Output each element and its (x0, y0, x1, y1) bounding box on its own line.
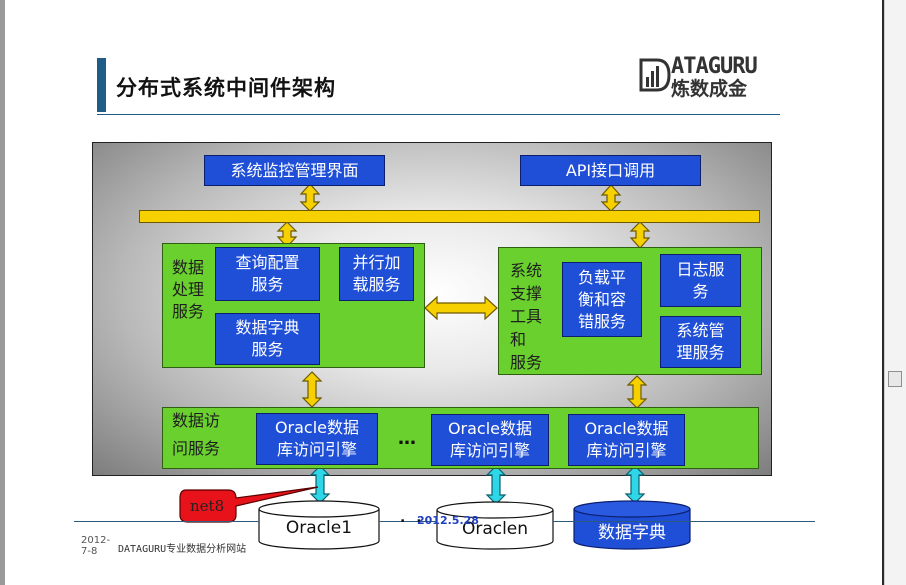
query-config-service-box: 查询配置 服务 (215, 247, 320, 301)
db-oraclen-label: Oraclen (461, 519, 529, 539)
oracle-access-engine-3: Oracle数据 库访问引擎 (568, 414, 685, 466)
logo-chinese: 炼数成金 (671, 78, 748, 100)
log-service-box: 日志服 务 (660, 254, 741, 307)
net8-callout-shape (179, 486, 319, 523)
date-stamp: 2012.5.28 (417, 514, 479, 527)
db-cylinder-oraclen (436, 501, 554, 550)
db-dictionary-label: 数据字典 (598, 523, 666, 543)
monitor-ui-box: 系统监控管理界面 (204, 155, 385, 186)
service-bus (139, 210, 760, 223)
oracle-access-engine-1: Oracle数据 库访问引擎 (256, 413, 378, 465)
scrollbar-thumb[interactable] (888, 371, 902, 387)
arrow-processing-support (424, 295, 498, 321)
title-accent-bar (97, 58, 106, 112)
net8-callout-label: net8 (190, 497, 225, 515)
parallel-load-service-box: 并行加 载服务 (339, 247, 414, 301)
footer-rule-left (74, 521, 259, 522)
db-cylinder-dictionary (573, 500, 691, 550)
data-dictionary-service-box: 数据字典 服务 (215, 313, 320, 365)
footer-rule-mid (379, 521, 437, 522)
oracle-access-engine-2: Oracle数据 库访问引擎 (431, 414, 549, 466)
vertical-scrollbar[interactable] (884, 0, 906, 585)
data-access-label: 数据访 问服务 (172, 411, 221, 458)
db-ellipsis: . . (400, 510, 425, 526)
engine-ellipsis: … (398, 428, 419, 449)
api-call-box: API接口调用 (520, 155, 701, 186)
logo-wordmark: ATAGURU (671, 54, 758, 79)
slide-left-border (0, 0, 5, 585)
db-oracle1-label: Oracle1 (285, 518, 353, 538)
data-processing-label: 数据 处理 服务 (172, 258, 205, 321)
slide-right-border (882, 0, 884, 585)
system-support-label: 系统 支撑 工具 和 服务 (510, 261, 543, 372)
load-balance-service-box: 负载平 衡和容 错服务 (562, 262, 642, 337)
system-management-service-box: 系统管 理服务 (660, 316, 741, 368)
dataguru-logo-icon (639, 58, 671, 92)
footer-site-name: DATAGURU专业数据分析网站 (118, 544, 247, 555)
footer-rule-right (553, 521, 815, 522)
db-cylinder-oracle1 (258, 500, 380, 550)
footer-date: 2012- 7-8 (81, 535, 111, 557)
slide-title: 分布式系统中间件架构 (116, 76, 336, 100)
title-divider (97, 114, 780, 115)
